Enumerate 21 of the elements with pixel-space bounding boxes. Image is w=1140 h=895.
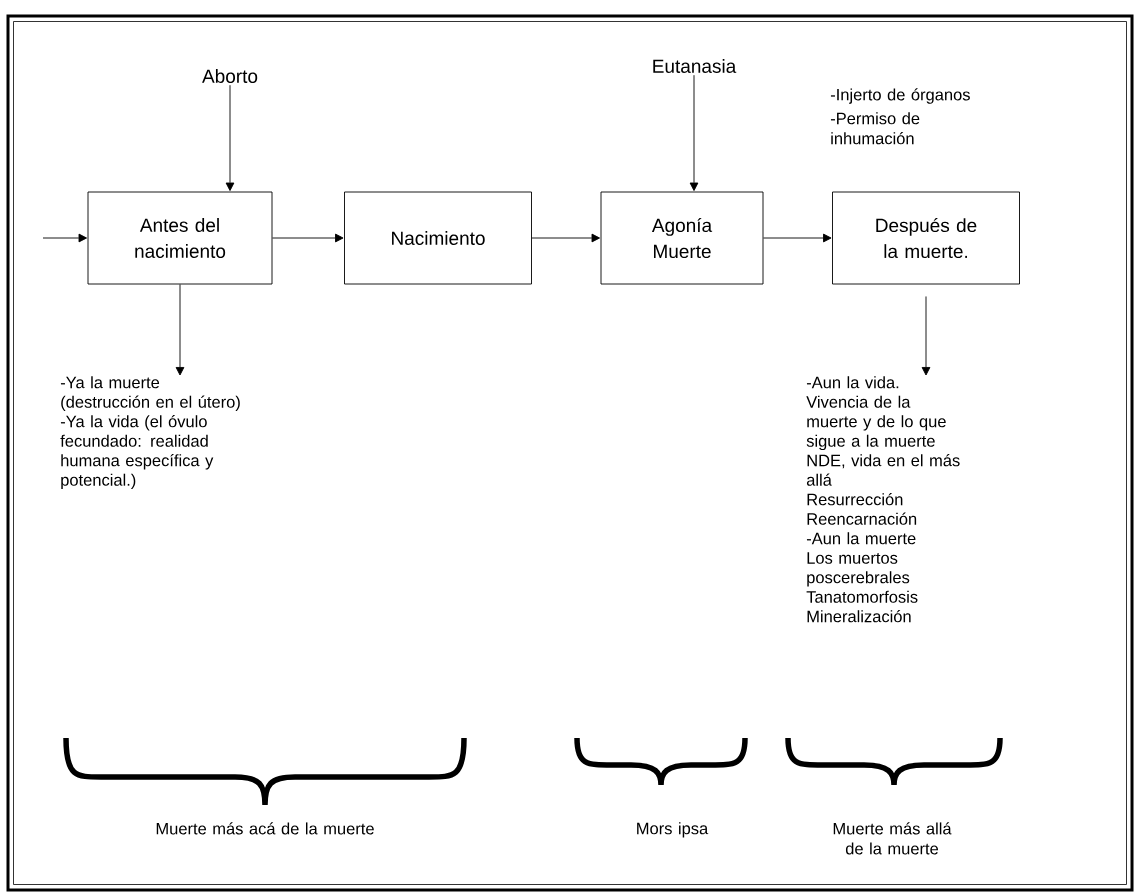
side-note: -Permiso de inhumación (830, 112, 920, 145)
arrow (42, 233, 87, 243)
stage-box: Después de la muerte. (832, 191, 1020, 285)
event-label: Eutanasia (653, 59, 737, 73)
note-text: -Ya la muerte (destrucción en el útero) -Ya la vida (el óvulo fecundado: realidad humana específica y potencial.) (60, 376, 240, 490)
arrow (689, 74, 699, 191)
stage-box: Agonía Muerte (600, 191, 764, 285)
arrow (225, 84, 235, 191)
arrow (531, 233, 600, 243)
side-note: -Injerto de órganos (830, 88, 970, 104)
arrow (272, 233, 344, 243)
brace-label: Mors ipsa (637, 822, 709, 838)
arrow (175, 284, 185, 376)
brace-label: Muerte más acá de la muerte (156, 822, 374, 835)
note-text: -Aun la vida. Vivencia de la muerte y de lo que sigue a la muerte NDE, vida en el más allá Resurrección Reencarnación -Aun la muerte Los muertos poscerebrales Tanatomorfosis Mineralización (806, 376, 960, 623)
brace-label: Muerte más allá de la muerte (833, 822, 952, 855)
event-label: Aborto (202, 69, 258, 83)
stage-box: Antes del nacimiento (87, 191, 273, 285)
arrow (763, 233, 832, 243)
stage-box: Nacimiento (344, 191, 532, 285)
arrow (921, 296, 931, 376)
